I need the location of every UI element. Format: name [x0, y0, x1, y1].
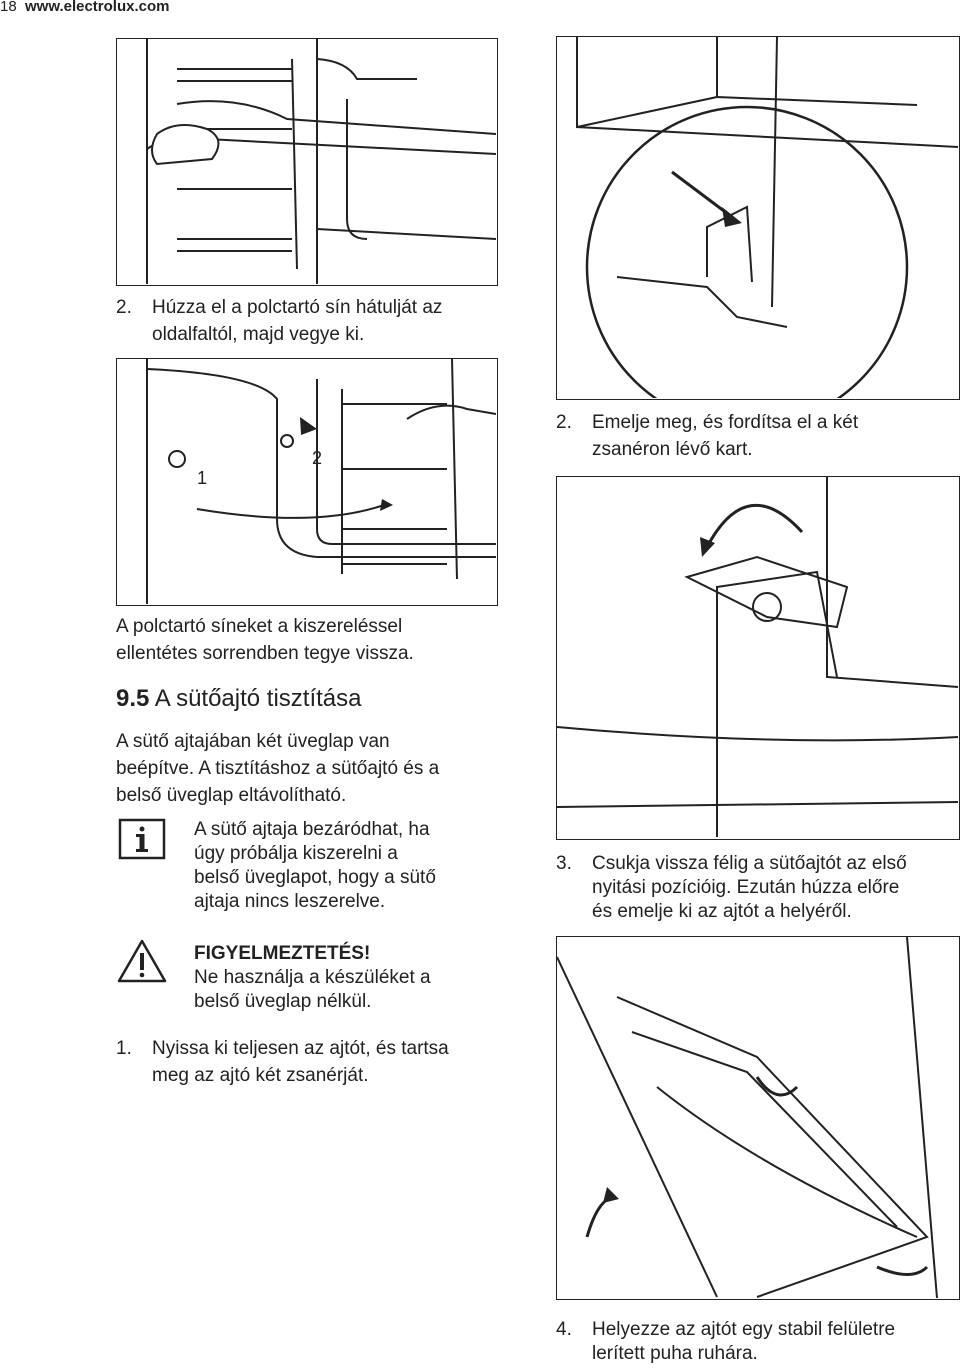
- step-text-line: zsanéron lévő kart.: [592, 439, 753, 460]
- figure-hinge-detail: [556, 36, 960, 400]
- figure-hinge-detail-illustration: [576, 37, 958, 398]
- intro-line: beépítve. A tisztításhoz a sütőajtó és a: [116, 758, 440, 779]
- step-number: 1.: [116, 1038, 132, 1059]
- right-step-2: 2. Emelje meg, és fordítsa el a két zsan…: [556, 411, 956, 461]
- section-number: 9.5: [116, 685, 150, 712]
- info-line: úgy próbálja kiszerelni a: [194, 843, 398, 864]
- left-step-1: 1. Nyissa ki teljesen az ajtót, és tarts…: [116, 1037, 516, 1087]
- step-text-line: meg az ajtó két zsanérját.: [152, 1065, 369, 1086]
- page-number: 18: [0, 0, 17, 15]
- site-url: www.electrolux.com: [25, 0, 170, 15]
- warning-title: FIGYELMEZTETÉS!: [194, 943, 371, 964]
- figure-label-2: 2: [312, 448, 322, 468]
- step-text-line: Húzza el a polctartó sín hátulját az: [152, 297, 443, 318]
- section-intro: A sütő ajtajában két üveglap van beépítv…: [116, 730, 496, 807]
- step-number: 4.: [556, 1319, 572, 1340]
- figure-rotate-lever: [556, 476, 960, 840]
- figure-remove-rail: 1 2: [116, 358, 498, 606]
- figure-pull-rail: [116, 38, 498, 286]
- info-icon: [118, 818, 166, 860]
- figure-lift-door-illustration: [557, 937, 938, 1298]
- reinstall-note: A polctartó síneket a kiszereléssel elle…: [116, 615, 496, 665]
- reinstall-line: ellentétes sorrendben tegye vissza.: [116, 643, 414, 664]
- warning-icon: [117, 939, 167, 983]
- step-text-line: Emelje meg, és fordítsa el a két: [592, 412, 859, 433]
- section-title: A sütőajtó tisztítása: [154, 685, 362, 712]
- figure-lift-door: [556, 936, 960, 1300]
- step-text-line: Nyissa ki teljesen az ajtót, és tartsa: [152, 1038, 449, 1059]
- section-heading: 9.5 A sütőajtó tisztítása: [116, 685, 362, 713]
- warning-line: belső üveglap nélkül.: [194, 991, 372, 1012]
- info-line: belső üveglapot, hogy a sütő: [194, 867, 436, 888]
- step-number: 3.: [556, 853, 572, 874]
- figure-remove-rail-illustration: 1 2: [146, 359, 496, 604]
- info-note: A sütő ajtaja bezáródhat, ha úgy próbálj…: [194, 818, 494, 913]
- right-step-4: 4. Helyezze az ajtót egy stabil felületr…: [556, 1318, 960, 1368]
- figure-pull-rail-illustration: [146, 39, 496, 284]
- intro-line: A sütő ajtajában két üveglap van: [116, 731, 390, 752]
- figure-rotate-lever-illustration: [557, 477, 958, 837]
- step-number: 2.: [556, 412, 572, 433]
- figure-label-1: 1: [197, 468, 207, 488]
- step-text-line: Helyezze az ajtót egy stabil felületre: [592, 1319, 896, 1340]
- step-text-line: Csukja vissza félig a sütőajtót az első: [592, 853, 907, 874]
- left-step-2: 2. Húzza el a polctartó sín hátulját az …: [116, 296, 496, 346]
- step-text-line: lerített puha ruhára.: [592, 1343, 758, 1364]
- step-text-line: oldalfaltól, majd vegye ki.: [152, 324, 365, 345]
- step-text-line: és emelje ki az ajtót a helyéről.: [592, 901, 852, 922]
- reinstall-line: A polctartó síneket a kiszereléssel: [116, 616, 403, 637]
- warning-note: FIGYELMEZTETÉS! Ne használja a készüléke…: [194, 942, 494, 1013]
- info-line: A sütő ajtaja bezáródhat, ha: [194, 819, 430, 840]
- warning-line: Ne használja a készüléket a: [194, 967, 431, 988]
- right-step-3: 3. Csukja vissza félig a sütőajtót az el…: [556, 852, 960, 927]
- intro-line: belső üveglap eltávolítható.: [116, 785, 347, 806]
- info-line: ajtaja nincs leszerelve.: [194, 891, 386, 912]
- step-number: 2.: [116, 297, 132, 318]
- step-text-line: nyitási pozícióig. Ezután húzza előre: [592, 877, 900, 898]
- page-header: 18 www.electrolux.com: [0, 0, 960, 22]
